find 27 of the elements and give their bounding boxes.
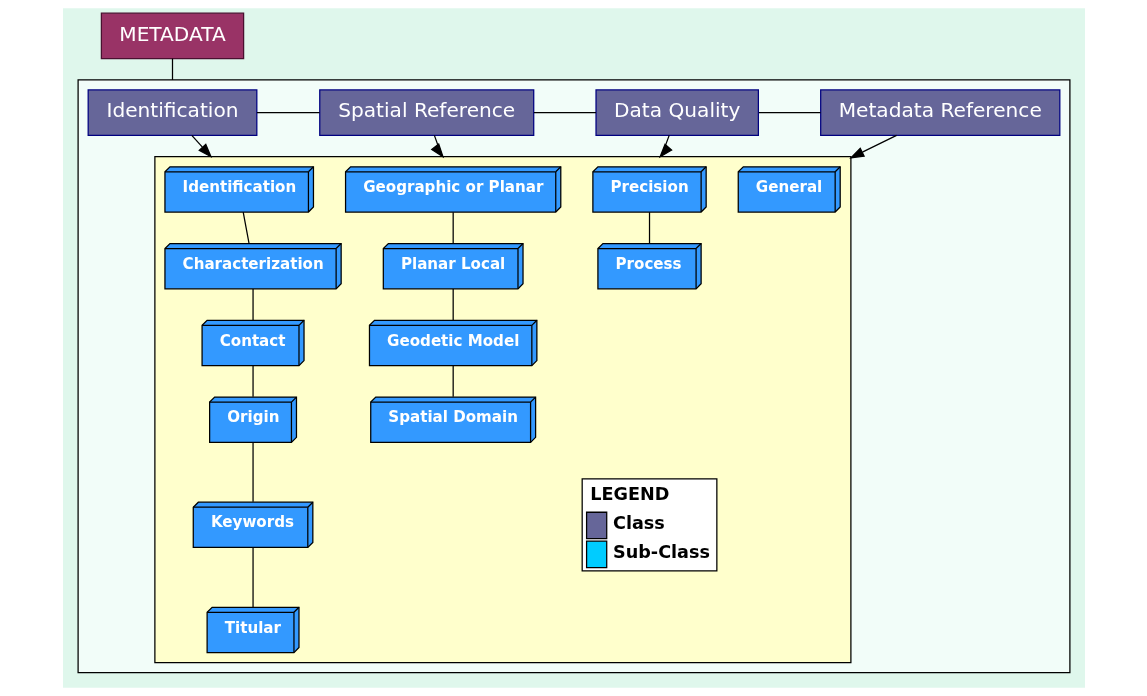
arrow — [658, 134, 673, 159]
node-box: Identification — [87, 89, 257, 136]
connector — [251, 442, 254, 503]
arrow — [848, 134, 897, 159]
connector — [251, 365, 254, 398]
node-box: Spatial Reference — [318, 89, 534, 136]
connector — [452, 365, 454, 398]
cluster — [153, 156, 852, 664]
connector — [452, 211, 454, 244]
connector — [171, 58, 173, 81]
connector — [255, 112, 320, 114]
connector — [757, 112, 821, 114]
connector — [648, 211, 650, 244]
connector — [452, 288, 454, 321]
connector — [242, 211, 250, 244]
connector — [251, 547, 254, 608]
label: LEGEND — [589, 483, 669, 504]
arrow — [190, 134, 212, 159]
node-box: Metadata Reference — [819, 89, 1060, 136]
legend-label: Sub-Class — [612, 541, 710, 562]
cluster — [76, 79, 1071, 674]
node-box: METADATA — [100, 12, 244, 60]
arrow — [430, 134, 444, 159]
connector — [251, 288, 254, 321]
connector — [532, 112, 597, 114]
node-box: Data Quality — [594, 89, 759, 136]
legend-label: Class — [612, 512, 665, 533]
